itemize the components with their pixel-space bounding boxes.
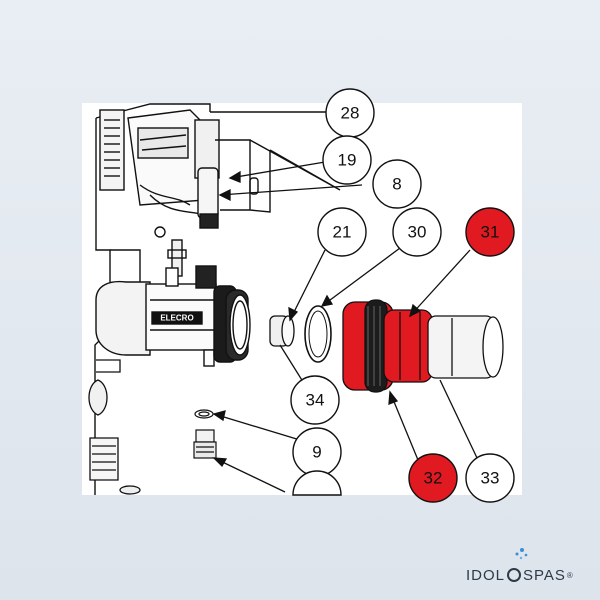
threaded-fitting bbox=[193, 429, 217, 459]
svg-text:34: 34 bbox=[306, 391, 325, 410]
component-brand-label: ELECRO bbox=[160, 314, 193, 323]
svg-text:9: 9 bbox=[312, 443, 321, 462]
water-drops-icon bbox=[515, 548, 528, 560]
brand-name-left: IDOL bbox=[466, 566, 506, 584]
registered-mark: ® bbox=[566, 570, 574, 580]
idolspas-logo: IDOL SPAS ® bbox=[466, 548, 586, 587]
svg-text:8: 8 bbox=[392, 175, 401, 194]
callout-28: 28 bbox=[325, 88, 375, 138]
part-34-fitting bbox=[269, 315, 295, 347]
svg-text:33: 33 bbox=[481, 469, 500, 488]
part-33-tail-pipe bbox=[427, 315, 504, 379]
svg-text:19: 19 bbox=[338, 151, 357, 170]
part-9-washer bbox=[194, 409, 214, 419]
callout-30: 30 bbox=[392, 207, 442, 257]
callout-34: 34 bbox=[290, 375, 340, 425]
callout-33: 33 bbox=[465, 453, 515, 503]
heater-tube: ELECRO bbox=[95, 265, 251, 367]
callout-31: 31 bbox=[465, 207, 515, 257]
svg-text:21: 21 bbox=[333, 223, 352, 242]
callout-21: 21 bbox=[317, 207, 367, 257]
brand-drop-glyph bbox=[507, 568, 522, 582]
callout-9: 9 bbox=[292, 427, 342, 477]
leader-lines bbox=[212, 112, 479, 493]
svg-text:30: 30 bbox=[408, 223, 427, 242]
callout-8: 8 bbox=[372, 159, 422, 209]
callout-32: 32 bbox=[408, 453, 458, 503]
part-31-union-highlighted bbox=[342, 299, 433, 393]
brand-name-right: SPAS bbox=[523, 566, 566, 584]
callout-19: 19 bbox=[322, 135, 372, 185]
svg-text:28: 28 bbox=[341, 104, 360, 123]
part-30-o-ring bbox=[304, 305, 332, 363]
heater-assembly bbox=[94, 103, 341, 495]
lower-assembly bbox=[88, 359, 141, 495]
svg-text:32: 32 bbox=[424, 469, 443, 488]
svg-text:31: 31 bbox=[481, 223, 500, 242]
callout-partial bbox=[292, 470, 342, 496]
